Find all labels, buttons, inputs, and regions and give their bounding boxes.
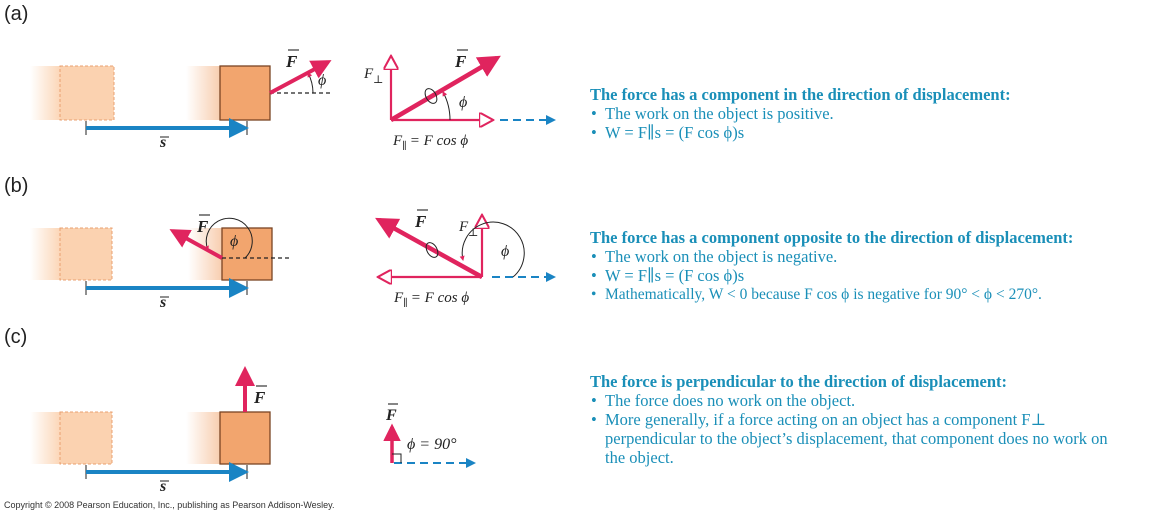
panel-a-label: (a) [4, 3, 28, 25]
f-parallel-equation: F∥= F cos ϕ [393, 290, 469, 309]
panel-b-caption: The force has a component opposite to th… [590, 228, 1158, 304]
right-angle-label: ϕ = 90° [407, 436, 457, 453]
force-label: F [253, 388, 266, 407]
force-label: F [196, 217, 209, 236]
bullet: W = F∥s = (F cos ϕ)s [590, 266, 1158, 285]
initial-block-ghost [59, 411, 113, 465]
motion-blur-left [30, 66, 60, 120]
force-label: F [385, 407, 397, 424]
phi-label: ϕ [318, 72, 326, 89]
force-label: F [414, 212, 427, 231]
bullet: Mathematically, W < 0 because F cos ϕ is… [590, 285, 1158, 304]
block [219, 65, 271, 121]
initial-block-ghost [59, 227, 113, 281]
panel-b-bullets: The work on the object is negative. W = … [590, 247, 1158, 304]
motion-blur-left [30, 228, 60, 280]
force-arrow [269, 60, 332, 95]
right-angle-mark [392, 453, 402, 463]
bullet: The work on the object is negative. [590, 247, 1158, 266]
force-arrow [169, 229, 223, 260]
phi-label: ϕ [459, 94, 467, 111]
panel-c-caption: The force is perpendicular to the direct… [590, 372, 1120, 467]
panel-c-heading: The force is perpendicular to the direct… [590, 372, 1008, 391]
bullet: W = F∥s = (F cos ϕ)s [590, 123, 1155, 142]
f-parallel-equation: F∥= F cos ϕ [392, 133, 468, 152]
force-label: F [285, 52, 298, 71]
panel-c-label: (c) [4, 326, 27, 348]
force-label: F [454, 52, 467, 71]
axis-rotation-mark [425, 242, 439, 258]
panel-a-caption: The force has a component in the directi… [590, 85, 1155, 142]
phi-label: ϕ [230, 233, 238, 250]
panel-a-block-scene: F ϕ s [30, 49, 332, 151]
panel-c-bullets: The force does no work on the object. Mo… [590, 391, 1120, 467]
angle-arc [459, 221, 525, 278]
panel-c-components: F ϕ = 90° [383, 403, 476, 468]
f-perp-label: F⊥ [458, 219, 479, 239]
displacement-label: s [159, 134, 166, 151]
block [219, 411, 271, 465]
f-perp-label: F⊥ [363, 66, 384, 86]
panel-a-bullets: The work on the object is positive. W = … [590, 104, 1155, 142]
panel-b-label: (b) [4, 175, 28, 197]
phi-label: ϕ [501, 243, 509, 260]
panel-b-heading: The force has a component opposite to th… [590, 228, 1074, 247]
angle-arc [204, 217, 253, 259]
motion-blur-right [186, 412, 220, 464]
block [221, 227, 273, 281]
motion-blur-left [30, 412, 60, 464]
panel-a-heading: The force has a component in the directi… [590, 85, 1011, 104]
force-arrow [389, 55, 501, 122]
bullet: More generally, if a force acting on an … [590, 410, 1120, 467]
panel-b-block-scene: F ϕ s [30, 214, 290, 311]
bullet: The work on the object is positive. [590, 104, 1155, 123]
panel-a-components: F ϕ F⊥ F∥= F cos ϕ [363, 49, 556, 152]
force-arrow [375, 217, 484, 279]
angle-arc [442, 91, 451, 121]
initial-block-ghost [59, 65, 115, 121]
displacement-label: s [159, 478, 166, 495]
panel-c-block-scene: F s [30, 366, 271, 495]
bullet: The force does no work on the object. [590, 391, 1120, 410]
displacement-label: s [159, 294, 166, 311]
axis-rotation-mark [424, 88, 438, 104]
motion-blur-right [186, 66, 220, 120]
copyright-notice: Copyright © 2008 Pearson Education, Inc.… [4, 500, 335, 510]
panel-b-components: F ϕ F⊥ F∥= F cos ϕ [375, 209, 556, 309]
angle-arc [307, 72, 314, 94]
